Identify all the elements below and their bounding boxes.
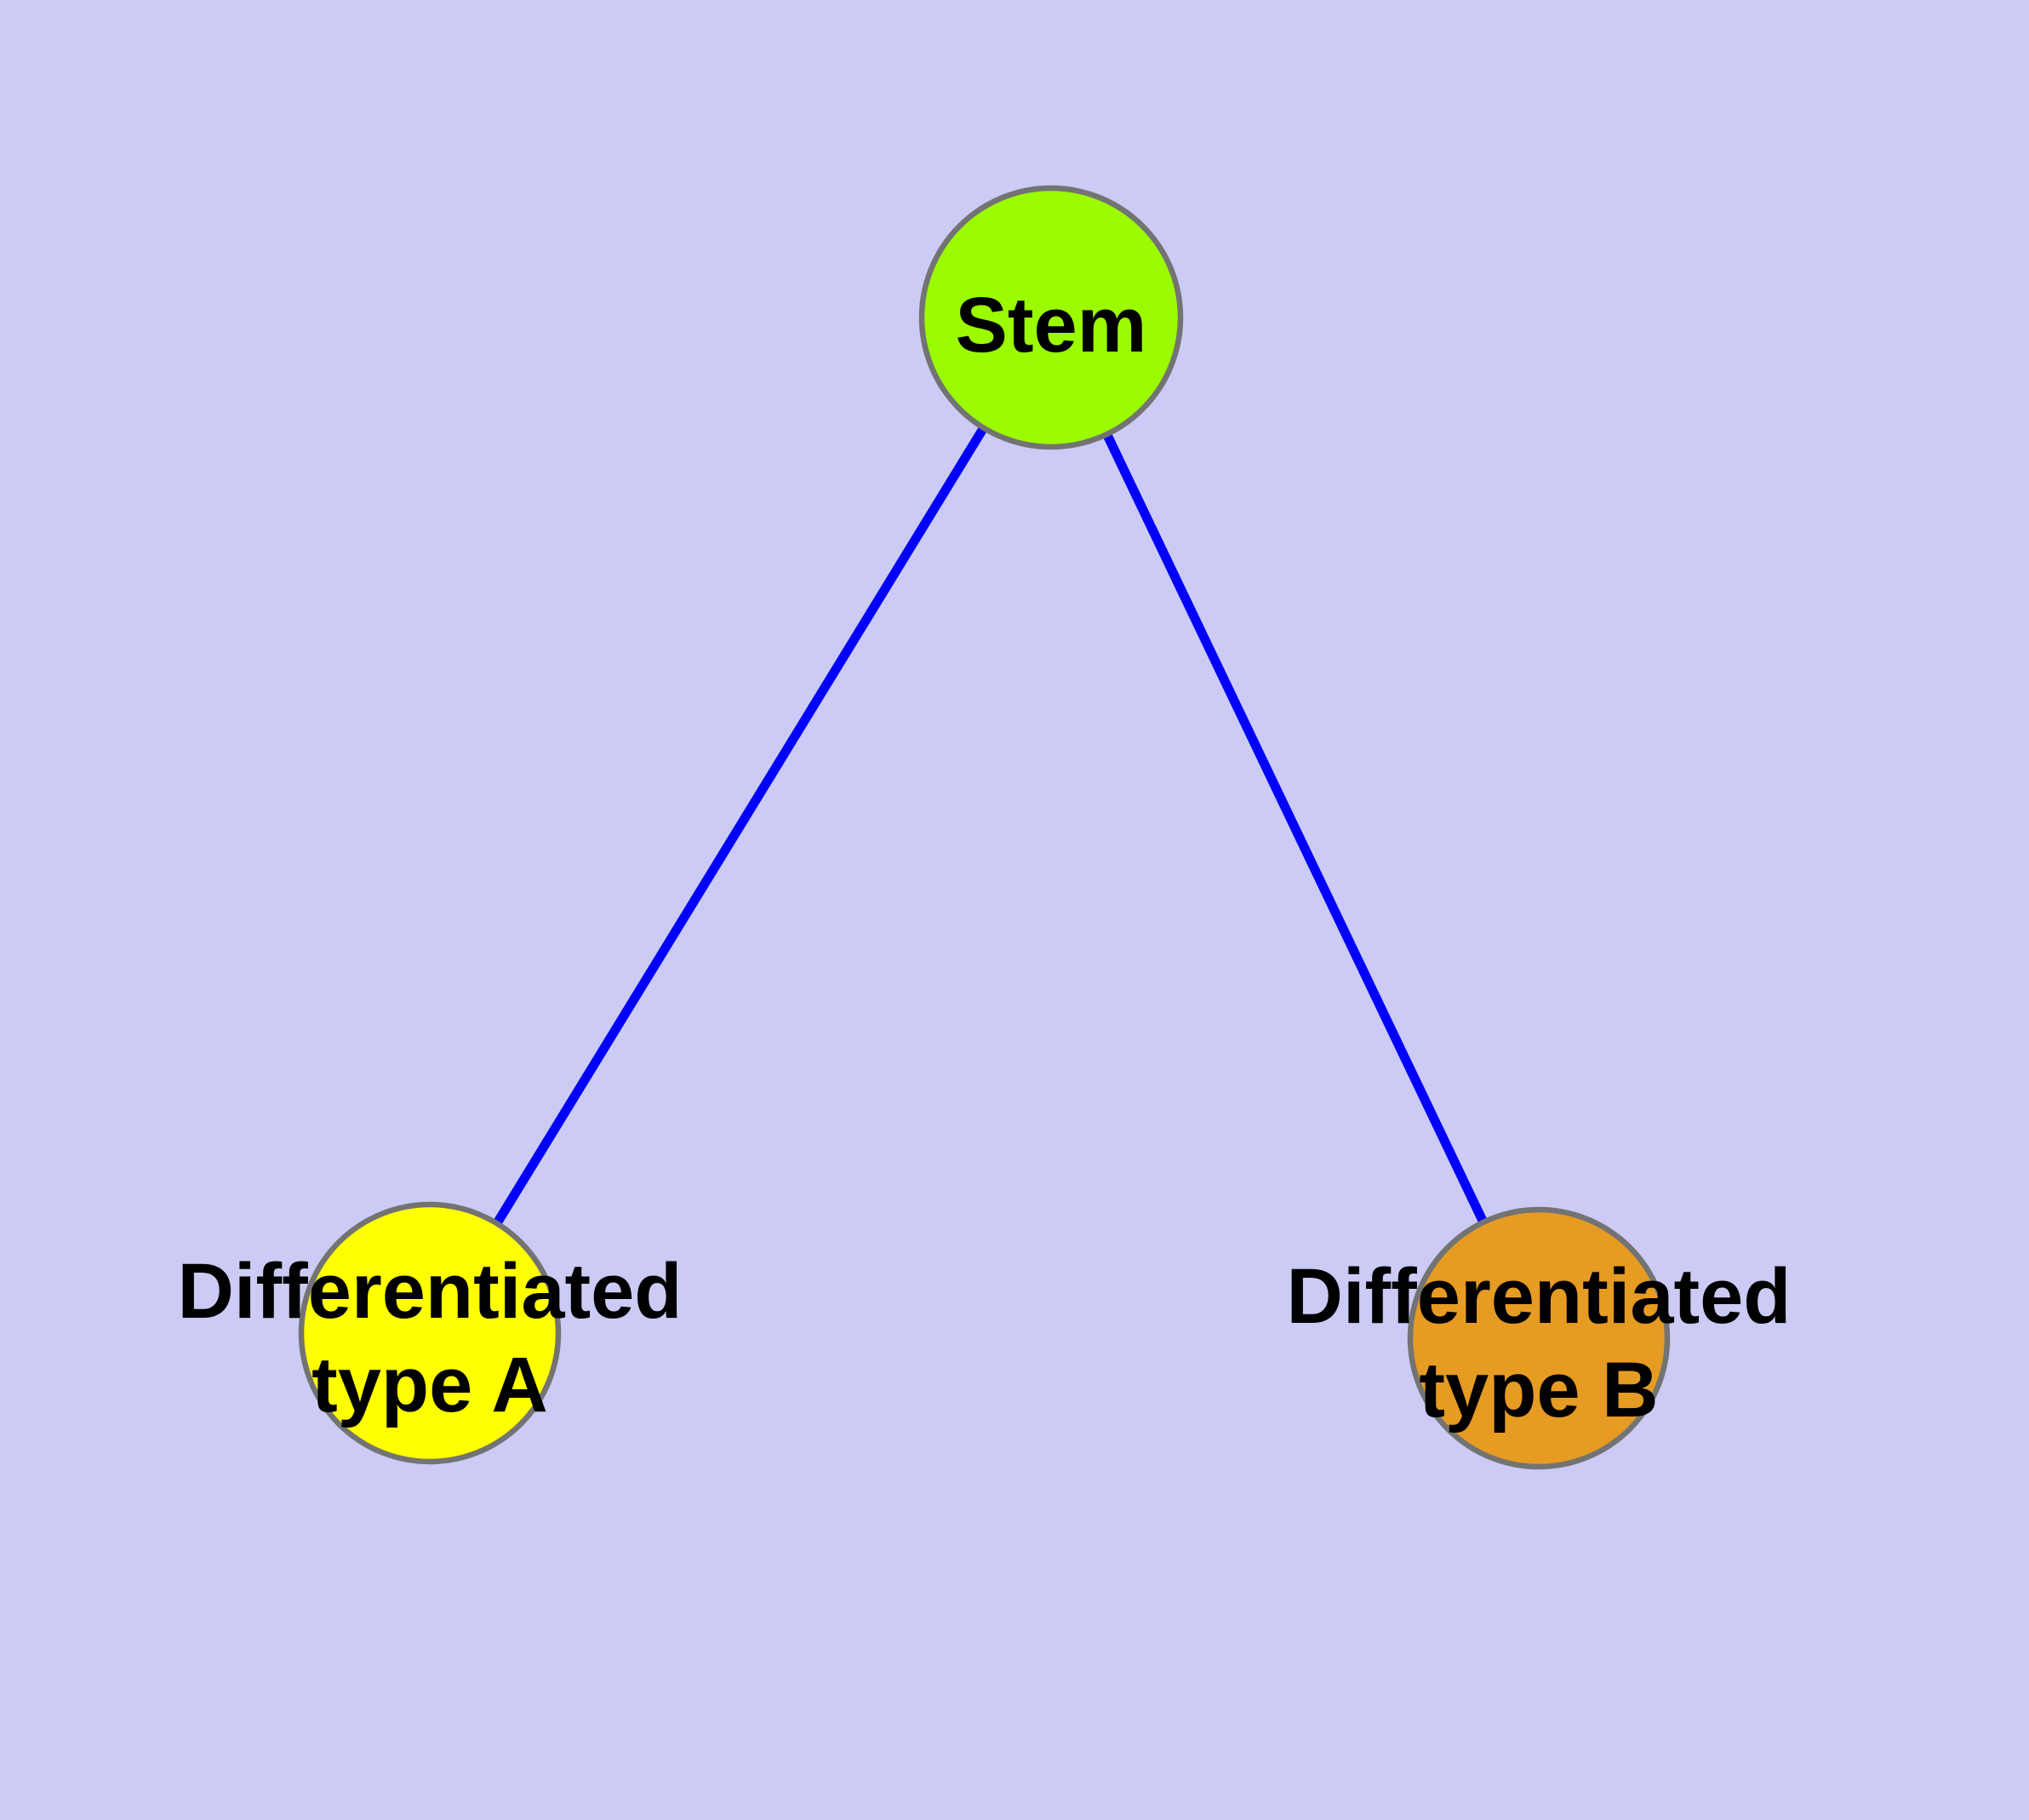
node-stem-label: Stem (956, 282, 1147, 369)
node-differentiated-type-b-label: Differentiated type B (1287, 1253, 1792, 1434)
node-differentiated-type-a-label: Differentiated type A (178, 1248, 683, 1428)
node-differentiated-type-a (298, 1201, 562, 1465)
edge-stem-to-type-b (1047, 315, 1543, 1341)
node-differentiated-type-b-label-line2: type B (1419, 1347, 1658, 1434)
edge-stem-to-type-a (426, 315, 1055, 1336)
node-differentiated-type-b (1407, 1206, 1671, 1470)
node-differentiated-type-a-label-line2: type A (311, 1342, 548, 1428)
node-differentiated-type-a-label-line1: Differentiated (178, 1248, 683, 1335)
node-differentiated-type-b-label-line1: Differentiated (1287, 1253, 1792, 1340)
node-stem (918, 185, 1184, 450)
